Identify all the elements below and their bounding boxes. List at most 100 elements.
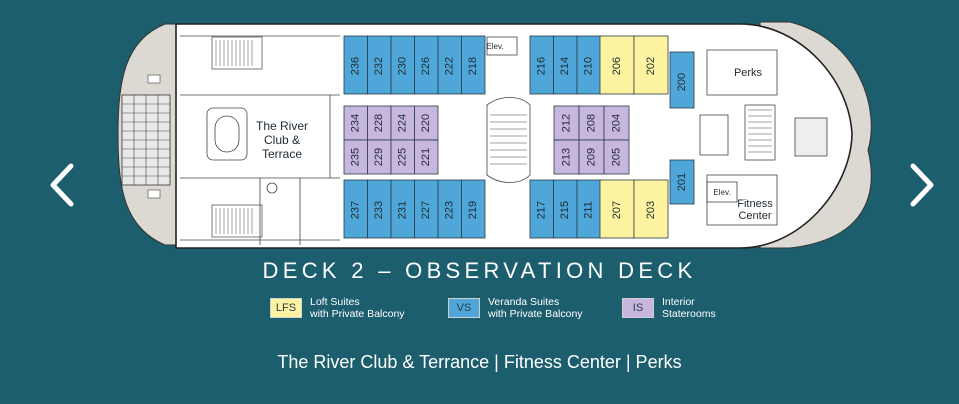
fitness-label-line2: Center (738, 210, 771, 222)
next-deck-button[interactable] (902, 160, 942, 210)
chevron-right-icon (910, 163, 934, 207)
river-club-furniture (180, 35, 340, 245)
stateroom-210-number: 210 (583, 57, 595, 75)
stateroom-232-number: 232 (373, 57, 385, 75)
stateroom-229[interactable]: 229 (367, 139, 392, 175)
elevator-top-label: Elev. (486, 42, 503, 51)
stateroom-230[interactable]: 230 (390, 35, 415, 95)
stateroom-204-number: 204 (610, 114, 622, 132)
stateroom-224-number: 224 (397, 114, 409, 132)
chevron-left-icon (50, 163, 74, 207)
legend-interior: IS Interior Staterooms (622, 296, 716, 320)
river-club-label-line1: The River (256, 119, 308, 133)
stateroom-202-number: 202 (645, 57, 657, 75)
stateroom-218-number: 218 (467, 57, 479, 75)
stateroom-226[interactable]: 226 (414, 35, 439, 95)
stateroom-222-number: 222 (444, 57, 456, 75)
stateroom-207-box (599, 179, 635, 239)
stateroom-218[interactable]: 218 (461, 35, 486, 95)
stateroom-208[interactable]: 208 (578, 105, 605, 141)
stateroom-201-number: 201 (676, 173, 688, 191)
stateroom-205-number: 205 (610, 148, 622, 166)
stateroom-227[interactable]: 227 (414, 179, 439, 239)
stateroom-209[interactable]: 209 (578, 139, 605, 175)
stateroom-212-number: 212 (560, 114, 572, 132)
stateroom-216-number: 216 (536, 57, 548, 75)
stateroom-227-number: 227 (420, 201, 432, 219)
stateroom-214-number: 214 (559, 57, 571, 75)
stateroom-231[interactable]: 231 (390, 179, 415, 239)
stateroom-205-box (603, 139, 630, 175)
stateroom-219-box (461, 179, 486, 239)
stateroom-206-number: 206 (611, 57, 623, 75)
stateroom-216[interactable]: 216 (529, 35, 554, 95)
river-club-label-line2: Club & (264, 133, 300, 147)
stern-stairs (211, 36, 263, 238)
elevator-top (486, 36, 518, 56)
stateroom-234[interactable]: 234 (343, 105, 368, 141)
stateroom-204-box (603, 105, 630, 141)
stateroom-203[interactable]: 203 (633, 179, 669, 239)
stateroom-236[interactable]: 236 (343, 35, 368, 95)
stateroom-215-number: 215 (559, 201, 571, 219)
legend-veranda: VS Veranda Suites with Private Balcony (448, 296, 583, 320)
stateroom-231-number: 231 (397, 201, 409, 219)
stateroom-212[interactable]: 212 (553, 105, 580, 141)
stateroom-237[interactable]: 237 (343, 179, 368, 239)
stateroom-215[interactable]: 215 (553, 179, 578, 239)
stateroom-210[interactable]: 210 (576, 35, 601, 95)
stateroom-208-number: 208 (585, 114, 597, 132)
stateroom-204[interactable]: 204 (603, 105, 630, 141)
stateroom-205[interactable]: 205 (603, 139, 630, 175)
prev-deck-button[interactable] (42, 160, 82, 210)
stateroom-233[interactable]: 233 (367, 179, 392, 239)
stateroom-222[interactable]: 222 (437, 35, 462, 95)
stateroom-228[interactable]: 228 (367, 105, 392, 141)
stateroom-232[interactable]: 232 (367, 35, 392, 95)
legend-veranda-swatch: VS (448, 298, 480, 318)
stateroom-206[interactable]: 206 (599, 35, 635, 95)
stateroom-207-number: 207 (611, 201, 623, 219)
stateroom-202[interactable]: 202 (633, 35, 669, 95)
fitness-label-line1: Fitness (737, 198, 773, 210)
midship-stair (486, 97, 531, 183)
legend-loft-label: Loft Suites with Private Balcony (310, 296, 405, 320)
stateroom-221-number: 221 (420, 148, 432, 166)
stateroom-224[interactable]: 224 (390, 105, 415, 141)
stateroom-200-number: 200 (676, 73, 688, 91)
stateroom-208-box (578, 105, 605, 141)
stateroom-235[interactable]: 235 (343, 139, 368, 175)
amenities-line: The River Club & Terrance | Fitness Cent… (277, 352, 682, 372)
stateroom-200[interactable]: 200 (669, 51, 695, 109)
stateroom-229-number: 229 (373, 148, 385, 166)
stateroom-209-box (578, 139, 605, 175)
stateroom-220-number: 220 (420, 114, 432, 132)
stateroom-213-number: 213 (560, 148, 572, 166)
stateroom-213[interactable]: 213 (553, 139, 580, 175)
stateroom-220[interactable]: 220 (414, 105, 439, 141)
stateroom-225[interactable]: 225 (390, 139, 415, 175)
stateroom-214[interactable]: 214 (553, 35, 578, 95)
forward-structure (699, 49, 828, 226)
legend-loft-swatch: LFS (270, 298, 302, 318)
stateroom-203-box (633, 179, 669, 239)
stateroom-203-number: 203 (645, 201, 657, 219)
legend-veranda-label: Veranda Suites with Private Balcony (488, 296, 583, 320)
stateroom-230-number: 230 (397, 57, 409, 75)
stateroom-221-box (414, 139, 439, 175)
stateroom-211[interactable]: 211 (576, 179, 601, 239)
stateroom-217[interactable]: 217 (529, 179, 554, 239)
stateroom-226-number: 226 (420, 57, 432, 75)
stern-sundeck-grid (121, 74, 171, 199)
stateroom-218-box (461, 35, 486, 95)
stateroom-201-box (669, 159, 695, 205)
stateroom-201[interactable]: 201 (669, 159, 695, 205)
stateroom-223[interactable]: 223 (437, 179, 462, 239)
stateroom-209-number: 209 (585, 148, 597, 166)
stateroom-207[interactable]: 207 (599, 179, 635, 239)
stateroom-228-number: 228 (373, 114, 385, 132)
stateroom-219[interactable]: 219 (461, 179, 486, 239)
stateroom-221[interactable]: 221 (414, 139, 439, 175)
river-club-label-line3: Terrace (262, 147, 302, 161)
